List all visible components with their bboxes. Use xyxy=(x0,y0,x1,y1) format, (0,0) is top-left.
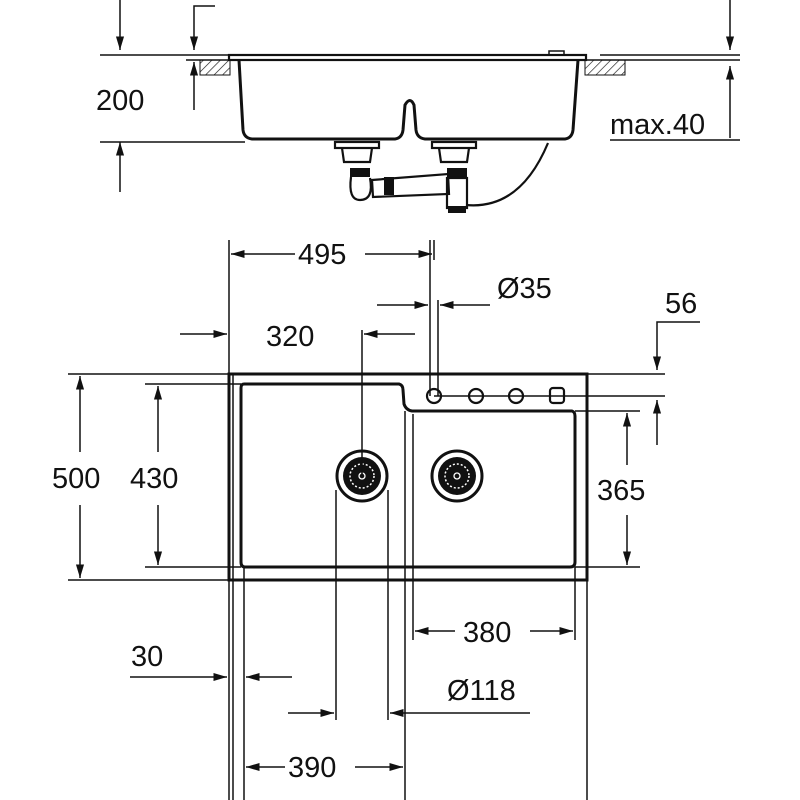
sink-bowl-section xyxy=(237,59,580,141)
dim-56-label: 56 xyxy=(665,288,697,320)
drain-right xyxy=(430,449,484,503)
dim-500-label: 500 xyxy=(52,463,100,495)
dim-365-label: 365 xyxy=(597,475,645,507)
dim-tap-hole-diameter-label: Ø35 xyxy=(497,273,552,305)
countertop-right-hatch xyxy=(584,59,626,76)
dim-495-label: 495 xyxy=(298,239,346,271)
plan-view: 495 Ø35 56 320 500 430 365 380 xyxy=(52,239,700,800)
dim-320-label: 320 xyxy=(266,321,314,353)
dim-drain-diameter-label: Ø118 xyxy=(447,675,516,707)
dim-30-label: 30 xyxy=(131,641,163,673)
countertop-left-hatch xyxy=(199,59,231,76)
bowls-outline xyxy=(239,382,577,569)
drain-right-section xyxy=(430,140,478,213)
dim-390-label: 390 xyxy=(288,752,336,784)
counter-thickness-label: max.40 xyxy=(610,109,705,141)
dim-380-label: 380 xyxy=(463,617,511,649)
overflow-pipe xyxy=(370,142,550,207)
section-view: 200 max.40 xyxy=(96,0,740,213)
dim-430-label: 430 xyxy=(130,463,178,495)
sink-rim xyxy=(227,53,588,62)
drain-left-section xyxy=(333,140,381,202)
sink-outline xyxy=(227,372,589,582)
height-label: 200 xyxy=(96,85,144,117)
